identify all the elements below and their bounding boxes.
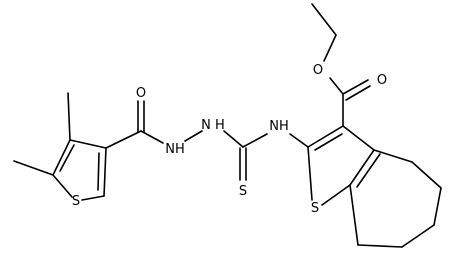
bond-c3-c2-inner — [314, 133, 343, 151]
atom-o-ether: O — [313, 63, 323, 78]
bond-ester-c-o-2 — [345, 85, 371, 101]
bond-ch2-ch2-a — [411, 161, 442, 189]
bond-c7a-c3a — [349, 149, 375, 186]
bond-ring-c2-s — [81, 195, 105, 201]
bond-oether-ch2 — [323, 34, 337, 62]
bond-ring-c3-c2 — [103, 147, 107, 197]
bond-ring-c3-c2-inner — [97, 152, 100, 191]
bond-s-c7a — [321, 184, 351, 206]
bond-methyl-c4 — [67, 92, 71, 141]
bond-ring-c5-c4 — [52, 139, 71, 176]
bond-ester-c-o-1 — [342, 79, 369, 95]
bond-ch2-ch3 — [311, 3, 337, 36]
bond-ester-c-oether — [329, 77, 344, 95]
bond-nh-thiocarbonyl — [223, 130, 244, 148]
atom-labels: O O O NH N H NH S S S — [72, 63, 387, 216]
atom-s-right-thiophene: S — [311, 201, 319, 216]
bond-c3-carbonyl — [105, 130, 142, 149]
bond-ch2-c7a — [349, 184, 359, 246]
bond-methyl-c5 — [13, 160, 54, 176]
bond-nh-thiophene — [289, 133, 309, 148]
bonds — [13, 3, 442, 248]
bond-ch2-ch2-b — [433, 187, 442, 226]
atom-nh-hydrazide: NH — [165, 142, 185, 157]
bond-thiocarbonyl-nh — [242, 133, 268, 148]
atom-nh-thiourea: NH — [269, 119, 289, 134]
atom-o-ester-carbonyl: O — [377, 73, 387, 88]
atom-s-thione: S — [239, 184, 247, 199]
bond-ring-c5-c4-inner — [59, 144, 75, 172]
bond-c3a-ch2 — [373, 149, 413, 163]
bond-c3a-c3 — [342, 125, 375, 151]
bond-c7a-c3a-inner — [356, 153, 381, 188]
bond-c3-c2 — [307, 125, 344, 148]
bond-c2-s-right — [307, 146, 313, 201]
bond-ch2-ch2-c — [401, 224, 435, 248]
bond-carbonyl-nh — [140, 130, 164, 144]
bond-ring-s-c5 — [52, 174, 73, 198]
atom-o-amide-carbonyl: O — [136, 86, 146, 101]
atom-s-left-thiophene: S — [72, 194, 80, 209]
atom-hn-hydrazide: N H — [201, 118, 225, 133]
bond-nh-nh — [184, 130, 203, 142]
bond-ring-c4-c3 — [69, 139, 107, 149]
bond-ch2-ch2-d — [357, 244, 403, 248]
